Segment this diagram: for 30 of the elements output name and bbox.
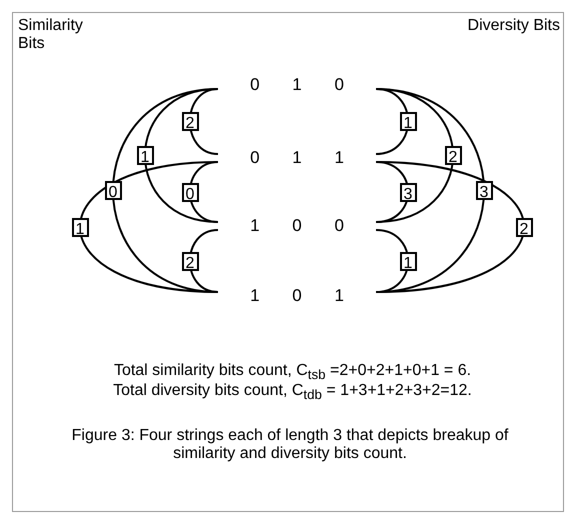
- arc-connector: [112, 88, 218, 293]
- arc-connector: [376, 88, 454, 223]
- edge-label: 2: [444, 146, 462, 165]
- edge-label: 1: [400, 112, 416, 131]
- arc-connector: [376, 88, 485, 293]
- total-text: Total similarity bits count, C$_{tsb}$ =2+0+2+1+0+1 = 6.: [112, 362, 472, 382]
- total-text: Total diversity bits count, C$_{tdb}$ = 1+3+1+2+3+2=12.: [112, 382, 473, 402]
- arc-connector: [376, 161, 525, 293]
- edge-label: 1: [400, 252, 416, 270]
- arc-connector: [189, 88, 218, 155]
- arc-connector: [189, 229, 218, 293]
- edge-label: 0: [104, 181, 122, 200]
- heading-text: Diversity Bits: [466, 17, 560, 35]
- edge-label: 2: [182, 252, 198, 270]
- bit-string: 1 0 0: [222, 214, 372, 238]
- arc-connector: [79, 161, 218, 293]
- edge-label: 1: [136, 146, 154, 165]
- edge-label: 3: [476, 181, 492, 200]
- heading-text: Similarity Bits: [18, 17, 84, 53]
- edge-label: 0: [182, 182, 198, 202]
- bit-string: 0 1 0: [222, 73, 372, 97]
- edge-label: 1: [72, 218, 88, 236]
- edge-label: 3: [400, 182, 416, 202]
- figure-caption: Figure 3: Four strings each of length 3 that depicts breakup of similarity and diversity bits count.: [70, 427, 510, 463]
- bit-string: 1 0 1: [222, 284, 372, 308]
- arc-connector: [376, 229, 409, 293]
- arc-connector: [144, 88, 218, 223]
- bit-string: 0 1 1: [222, 146, 372, 170]
- edge-label: 2: [182, 112, 198, 131]
- edge-label: 2: [516, 218, 532, 236]
